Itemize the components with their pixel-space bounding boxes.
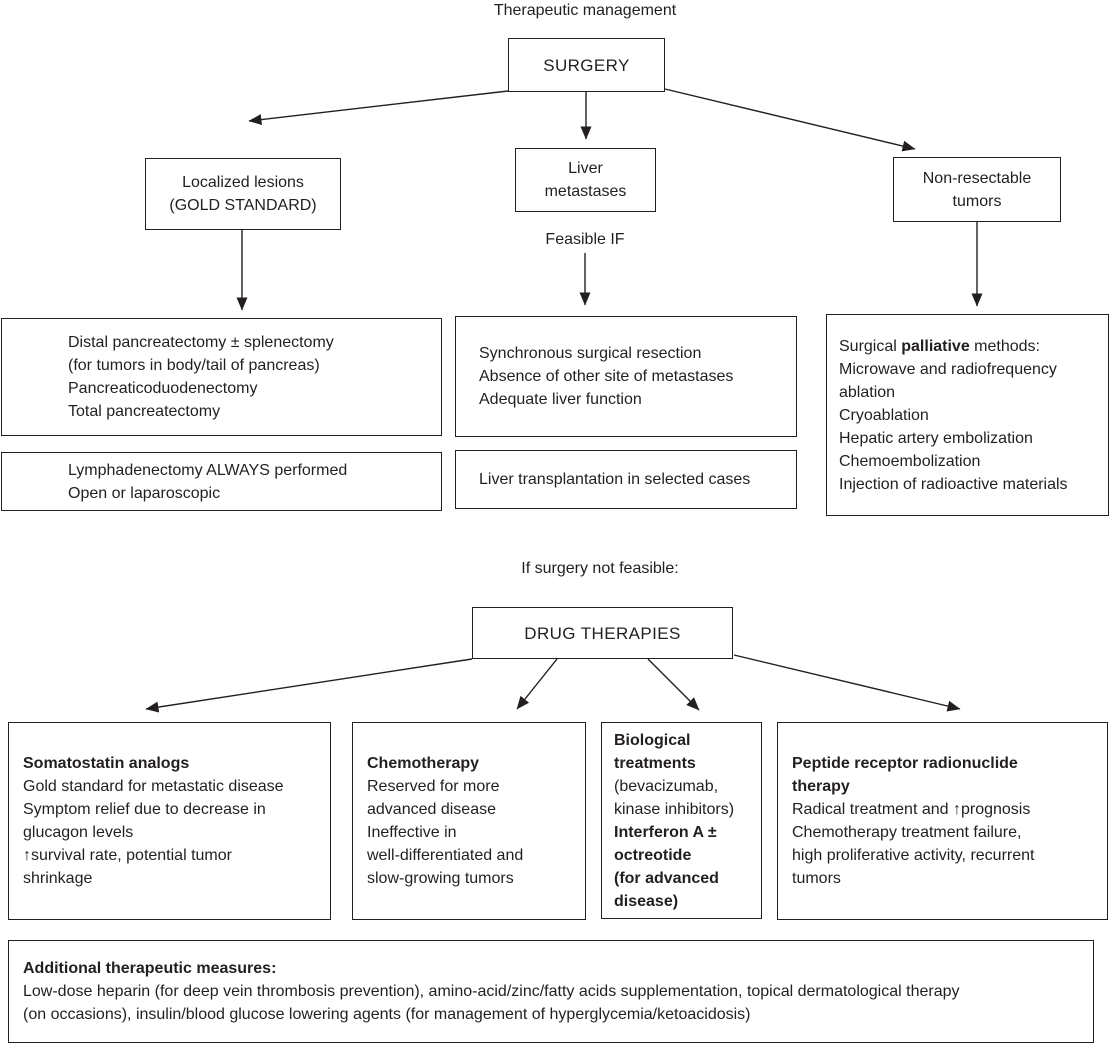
additional-measures-box: Additional therapeutic measures: Low-dos… xyxy=(8,940,1094,1043)
biological-line: (bevacizumab, xyxy=(614,777,719,795)
arrow-surgery-to-nonresectable xyxy=(664,88,916,152)
liver-transplant-line: Liver transplantation in selected cases xyxy=(479,471,751,488)
surgery-box: SURGERY xyxy=(508,38,665,92)
arrow-drugs-to-chemotherapy xyxy=(516,658,558,710)
biological-title-line: treatments xyxy=(614,754,696,772)
biological-line: kinase inhibitors) xyxy=(614,800,735,818)
prrt-box: Peptide receptor radionuclide therapy Ra… xyxy=(777,722,1108,920)
localized-procedures-box: Distal pancreatectomy ± splenectomy (for… xyxy=(1,318,442,436)
arrow-drugs-to-biological xyxy=(647,658,700,711)
chemotherapy-line: Reserved for more xyxy=(367,778,500,795)
feasible-if-text: Feasible IF xyxy=(545,231,625,248)
non-resectable-line1: Non-resectable xyxy=(922,169,1032,187)
prrt-title-line: Peptide receptor radionuclide xyxy=(792,755,1018,772)
procedure-line: (for tumors in body/tail of pancreas) xyxy=(68,357,320,374)
somatostatin-title: Somatostatin analogs xyxy=(23,755,190,772)
feasible-if-label: Feasible IF xyxy=(505,230,665,250)
liver-transplant-box: Liver transplantation in selected cases xyxy=(455,450,797,509)
liver-metastases-box: Liver metastases xyxy=(515,148,656,212)
somatostatin-line: ↑survival rate, potential tumor xyxy=(23,847,232,864)
arrow-drugs-to-prrt xyxy=(733,654,961,712)
lymphadenectomy-line: Lymphadenectomy ALWAYS performed xyxy=(68,461,348,479)
liver-criteria-box: Synchronous surgical resection Absence o… xyxy=(455,316,797,437)
additional-measures-line: (on occasions), insulin/blood glucose lo… xyxy=(23,1006,751,1023)
somatostatin-line: shrinkage xyxy=(23,870,93,887)
if-not-feasible-label: If surgery not feasible: xyxy=(410,559,790,579)
additional-measures-title: Additional therapeutic measures: xyxy=(23,960,277,977)
liver-metastases-line2: metastases xyxy=(544,183,627,200)
palliative-line: Chemoembolization xyxy=(839,452,981,470)
palliative-line: Injection of radioactive materials xyxy=(839,475,1068,493)
chemotherapy-box: Chemotherapy Reserved for more advanced … xyxy=(352,722,586,920)
arrow-drugs-to-somatostatin xyxy=(145,658,473,713)
localized-lesions-box: Localized lesions (GOLD STANDARD) xyxy=(145,158,341,230)
chemotherapy-line: well-differentiated and xyxy=(367,847,524,864)
arrow-surgery-to-localized xyxy=(248,90,509,126)
prrt-line: Radical treatment and ↑prognosis xyxy=(792,801,1031,818)
surgery-label: SURGERY xyxy=(543,55,630,75)
biological-bold-line: Interferon A ± xyxy=(614,823,717,841)
biological-title-line: Biological xyxy=(614,731,691,749)
palliative-line: Hepatic artery embolization xyxy=(839,429,1033,447)
procedure-line: Total pancreatectomy xyxy=(68,403,221,420)
palliative-methods-box: Surgical palliative methods: Microwave a… xyxy=(826,314,1109,516)
drug-therapies-box: DRUG THERAPIES xyxy=(472,607,733,659)
criteria-line: Absence of other site of metastases xyxy=(479,368,734,385)
prrt-line: high proliferative activity, recurrent xyxy=(792,847,1035,864)
if-not-feasible-text: If surgery not feasible: xyxy=(521,560,679,577)
criteria-line: Synchronous surgical resection xyxy=(479,345,702,362)
localized-lesions-line1: Localized lesions xyxy=(182,174,304,191)
somatostatin-line: Gold standard for metastatic disease xyxy=(23,778,284,795)
non-resectable-box: Non-resectable tumors xyxy=(893,157,1061,222)
somatostatin-line: glucagon levels xyxy=(23,824,134,841)
liver-metastases-line1: Liver xyxy=(568,160,603,177)
chemotherapy-title: Chemotherapy xyxy=(367,755,480,772)
lymphadenectomy-box: Lymphadenectomy ALWAYS performed Open or… xyxy=(1,452,442,511)
biological-treatments-box: Biological treatments (bevacizumab, kina… xyxy=(601,722,762,919)
page-title-text: Therapeutic management xyxy=(493,2,677,19)
biological-bold-line: (for advanced xyxy=(614,869,719,887)
page-title: Therapeutic management xyxy=(385,1,785,21)
palliative-line: Microwave and radiofrequency xyxy=(839,360,1057,378)
procedure-line: Pancreaticoduodenectomy xyxy=(68,380,258,397)
non-resectable-line2: tumors xyxy=(952,192,1002,210)
procedure-line: Distal pancreatectomy ± splenectomy xyxy=(68,334,334,351)
additional-measures-line: Low-dose heparin (for deep vein thrombos… xyxy=(23,983,960,1000)
drug-therapies-label: DRUG THERAPIES xyxy=(524,623,681,643)
localized-lesions-line2: (GOLD STANDARD) xyxy=(169,197,317,214)
chemotherapy-line: Ineffective in xyxy=(367,824,457,841)
palliative-heading: Surgical palliative methods: xyxy=(839,335,1106,358)
criteria-line: Adequate liver function xyxy=(479,391,642,408)
biological-bold-line: octreotide xyxy=(614,846,692,864)
somatostatin-line: Symptom relief due to decrease in xyxy=(23,801,266,818)
prrt-line: Chemotherapy treatment failure, xyxy=(792,824,1022,841)
prrt-line: tumors xyxy=(792,870,841,887)
somatostatin-analogs-box: Somatostatin analogs Gold standard for m… xyxy=(8,722,331,920)
palliative-line: Cryoablation xyxy=(839,406,929,424)
chemotherapy-line: slow-growing tumors xyxy=(367,870,514,887)
palliative-line: ablation xyxy=(839,383,896,401)
prrt-title-line: therapy xyxy=(792,778,850,795)
lymphadenectomy-line: Open or laparoscopic xyxy=(68,484,221,502)
palliative-heading-pre: Surgical xyxy=(839,337,902,355)
biological-bold-line: disease) xyxy=(614,892,679,910)
chemotherapy-line: advanced disease xyxy=(367,801,496,818)
palliative-heading-bold: palliative xyxy=(901,337,970,355)
palliative-heading-post: methods: xyxy=(969,337,1040,355)
